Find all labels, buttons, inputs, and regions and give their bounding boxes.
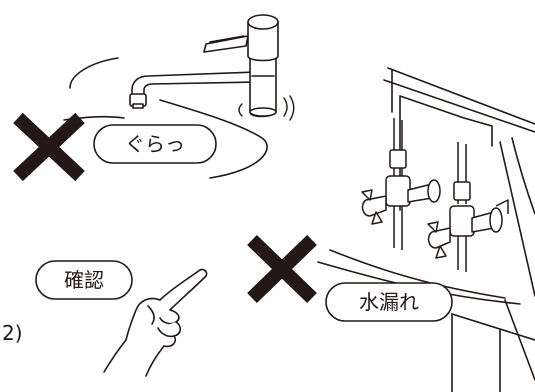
step-label: 2) (2, 321, 23, 345)
pointing-hand-icon (103, 268, 208, 377)
faucet-icon (129, 14, 279, 118)
leak-callout-text: 水漏れ (359, 290, 419, 314)
wobble-callout: ぐらっ (93, 124, 217, 164)
cross-mark-icon (13, 112, 85, 182)
counter-outline (69, 57, 119, 89)
shutoff-valve-icon (361, 118, 441, 250)
wobble-motion-marks (238, 95, 295, 121)
check-callout-text: 確認 (64, 268, 104, 292)
shutoff-valve-icon (427, 142, 509, 272)
faucet-scene (63, 14, 295, 179)
counter-outline (159, 99, 268, 179)
sink-cabinet (317, 67, 535, 392)
cross-mark-icon (247, 234, 317, 304)
check-callout: 確認 (35, 260, 133, 300)
leak-callout: 水漏れ (325, 282, 453, 322)
wobble-callout-text: ぐらっ (125, 132, 185, 156)
